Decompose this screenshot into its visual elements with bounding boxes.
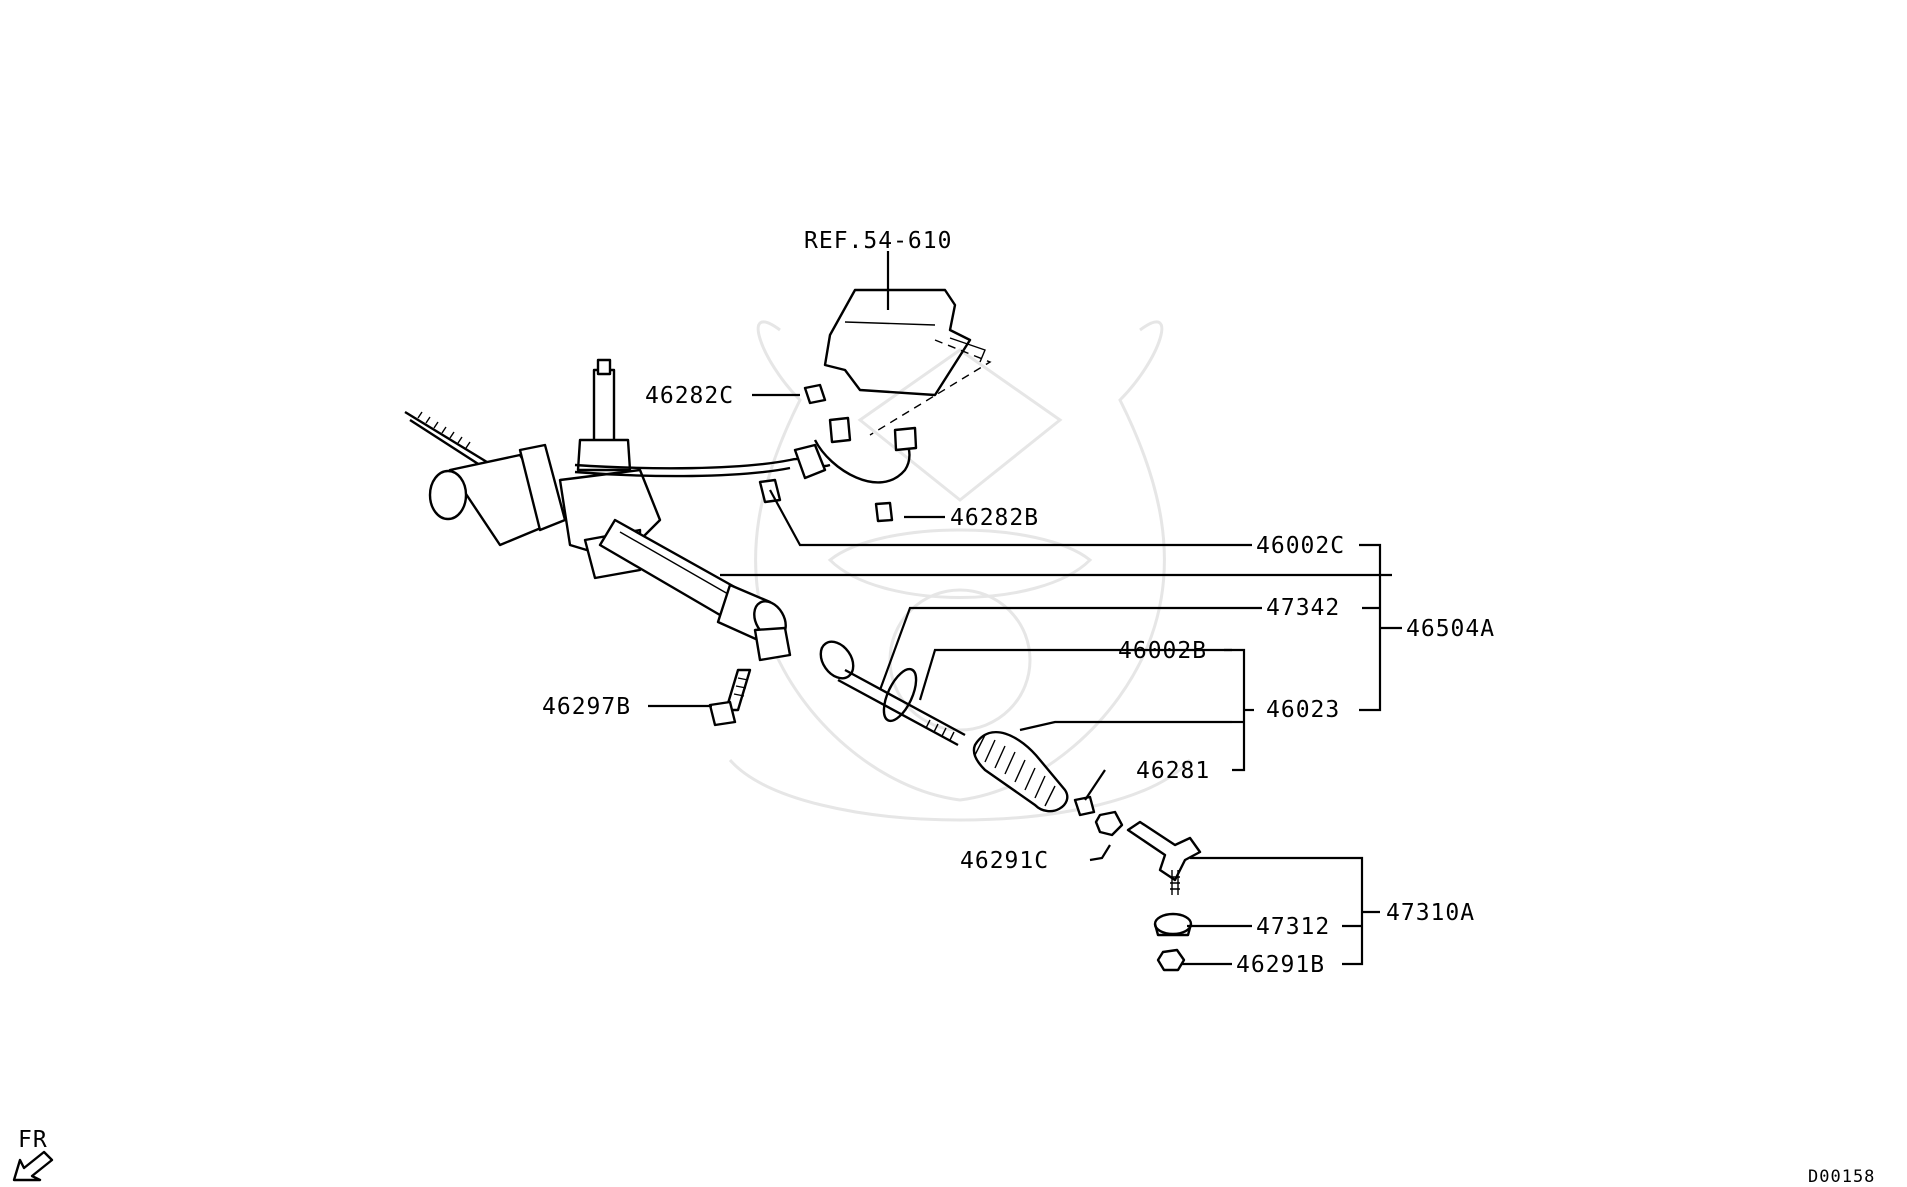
part-label-46002B[interactable]: 46002B [1118,638,1207,664]
part-label-46291C[interactable]: 46291C [960,848,1049,874]
ecu-module-reference [823,251,992,436]
boot-clamp-46002B [882,667,918,723]
lock-nut-46291C [1094,810,1124,837]
part-label-47342[interactable]: 47342 [1266,595,1340,621]
part-label-46023[interactable]: 46023 [1266,697,1340,723]
part-label-46291B[interactable]: 46291B [1236,952,1325,978]
part-label-47312[interactable]: 47312 [1256,914,1330,940]
castle-nut-46291B [1156,948,1186,972]
tie-rod-end-47310A [1126,820,1202,895]
diagram-code: D00158 [1808,1167,1875,1187]
part-label-46282B[interactable]: 46282B [950,505,1039,531]
rack-boot-46023 [972,731,1069,813]
front-arrow-icon [12,1150,54,1182]
fr-label: FR [18,1127,48,1153]
watermark-emblem [728,320,1192,822]
ref-label[interactable]: REF.54-610 [804,228,952,254]
leader-lines [648,393,1402,966]
part-label-46282C[interactable]: 46282C [645,383,734,409]
mounting-bolt-46297B [708,668,752,727]
dust-boot-47312 [1153,912,1193,937]
part-label-46002C[interactable]: 46002C [1256,533,1345,559]
steering-rack-assembly [404,358,918,662]
part-label-47310A[interactable]: 47310A [1386,900,1475,926]
part-label-46504A[interactable]: 46504A [1406,616,1495,642]
inner-tie-rod-47342 [819,640,966,747]
boot-clip-46281 [1073,795,1096,817]
part-label-46297B[interactable]: 46297B [542,694,631,720]
part-label-46281[interactable]: 46281 [1136,758,1210,784]
front-direction-indicator: FR [12,1127,54,1182]
